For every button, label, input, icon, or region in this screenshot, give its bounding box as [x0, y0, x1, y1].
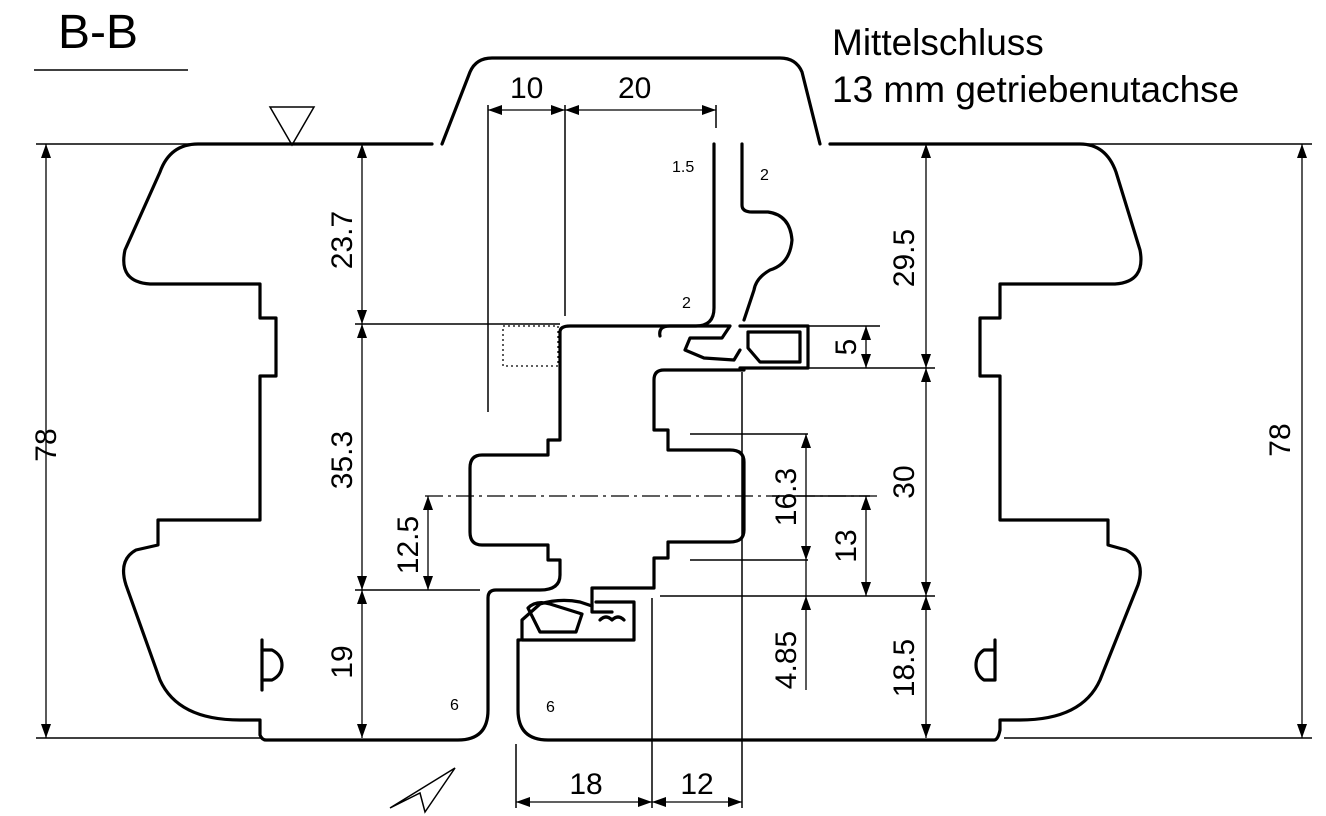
left-notch [260, 648, 284, 682]
dim-top-20: 20 [618, 72, 651, 105]
left-sash-profile [122, 142, 716, 742]
dim-35-3: 35.3 [326, 431, 359, 489]
view-direction-arrow [389, 767, 456, 814]
dim-right-78: 78 [1264, 423, 1297, 456]
dim-19: 19 [326, 645, 359, 678]
note-line-2: 13 mm getriebenutachse [832, 69, 1239, 110]
radius-1-5: 1.5 [672, 159, 694, 176]
dim-bottom-18: 18 [569, 768, 602, 801]
level-symbol [268, 106, 316, 147]
radius-2-mid: 2 [682, 295, 691, 312]
radius-2-top: 2 [760, 167, 769, 184]
dim-left-78: 78 [30, 428, 63, 461]
right-sash-profile [516, 142, 1143, 742]
dim-top-10: 10 [510, 72, 543, 105]
dim-23-7: 23.7 [326, 211, 359, 269]
dim-bottom-12: 12 [680, 768, 713, 801]
dim-4-85: 4.85 [770, 631, 803, 689]
dim-16-3: 16.3 [770, 468, 803, 526]
note-line-1: Mittelschluss [832, 22, 1044, 63]
gasket-top [658, 324, 810, 370]
hardware-box [502, 325, 559, 367]
top-raised-profile [440, 56, 822, 146]
right-notch [974, 638, 997, 682]
dim-13: 13 [830, 529, 863, 562]
dim-arrows-5 [861, 326, 871, 368]
dim-5: 5 [830, 339, 863, 356]
dim-29-5: 29.5 [888, 229, 921, 287]
radius-6-left: 6 [450, 697, 459, 714]
radius-6-right: 6 [546, 699, 555, 716]
gasket-bottom [520, 598, 636, 642]
dim-30: 30 [888, 465, 921, 498]
dim-18-5: 18.5 [888, 639, 921, 697]
dim-12-5: 12.5 [392, 516, 425, 574]
section-label: B-B [58, 6, 138, 59]
